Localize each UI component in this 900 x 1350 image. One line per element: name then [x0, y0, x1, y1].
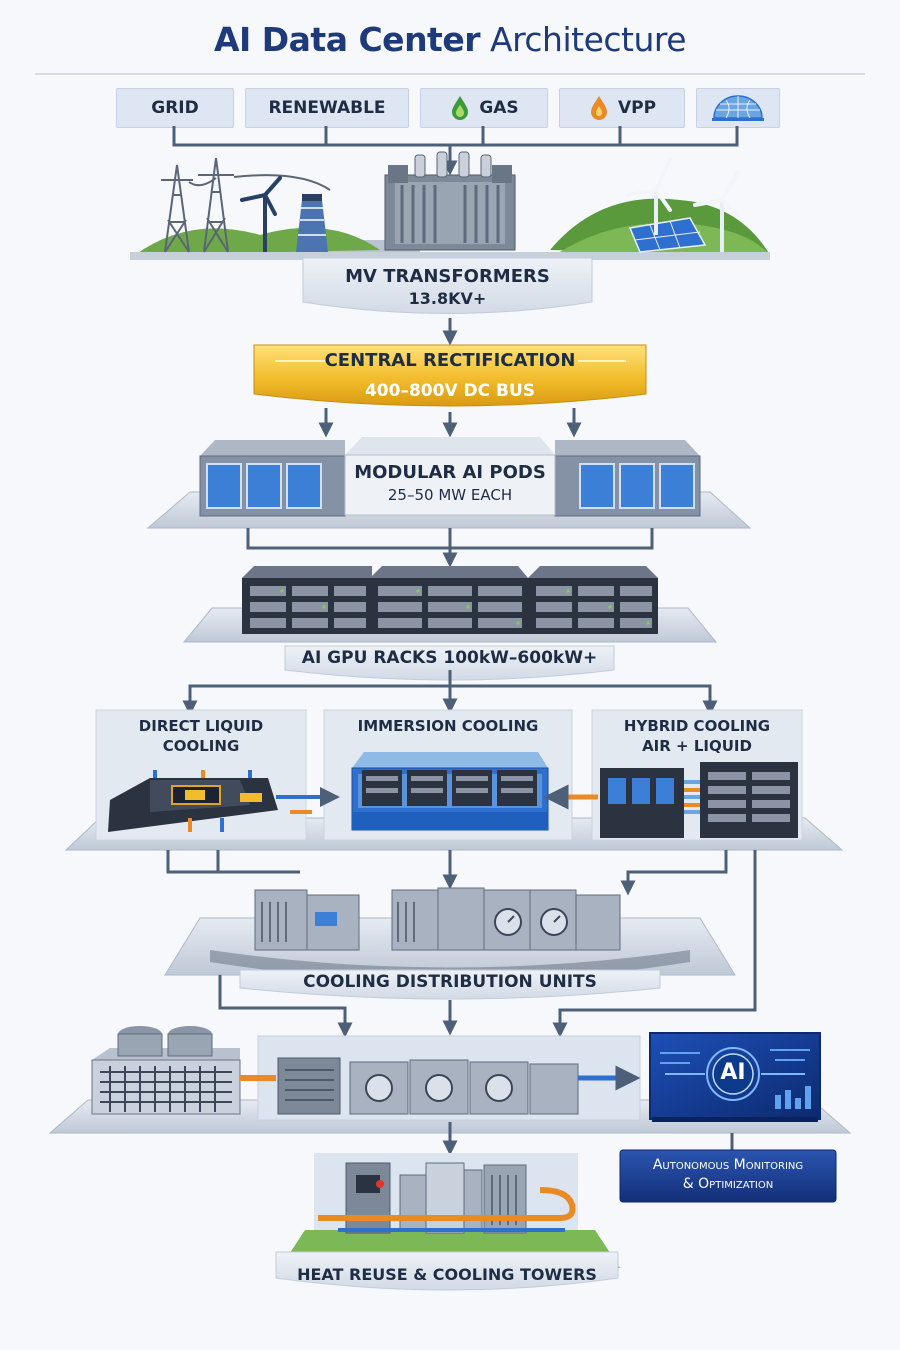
pods-label-line1: MODULAR AI PODS	[354, 462, 546, 483]
transformer-panel	[302, 257, 593, 314]
cooling-tier	[64, 709, 844, 851]
solar-panel-icon	[628, 217, 707, 253]
source-gas-label: GAS	[479, 98, 519, 118]
gas-drop-icon	[452, 96, 469, 120]
direct-liquid-label: DIRECT LIQUID COOLING	[96, 716, 306, 756]
direct-liquid-label-line2: COOLING	[162, 737, 240, 755]
title-divider	[35, 73, 865, 75]
rectification-label-line2: 400–800V DC BUS	[364, 381, 536, 401]
pump-units-icon	[277, 1057, 579, 1115]
energy-landscape	[130, 151, 770, 260]
source-renewable-label: RENEWABLE	[268, 98, 386, 118]
plant-tier	[48, 1026, 852, 1150]
dome-grid-icon	[712, 95, 764, 121]
racks-label-panel	[284, 645, 615, 681]
power-tower-icon	[161, 157, 331, 253]
source-gas: GAS	[420, 88, 548, 128]
heat-reuse-tier	[275, 1153, 620, 1291]
wind-turbine-icon	[626, 158, 742, 252]
pods-label: MODULAR AI PODS 25–50 MW EACH	[345, 462, 555, 506]
rectification-bar	[253, 344, 647, 407]
ai-pods-tier	[146, 437, 752, 529]
source-grid-label: GRID	[151, 98, 199, 118]
monitoring-label: Autonomous Monitoring & Optimization	[620, 1156, 836, 1194]
cooling-stack-icon	[296, 194, 328, 252]
transformer-label: MV TRANSFORMERS 13.8KV+	[303, 266, 592, 310]
flame-drop-icon	[590, 96, 607, 120]
source-dome	[696, 88, 780, 128]
transformer-icon	[384, 151, 516, 251]
heat-exchange-equipment	[318, 1162, 576, 1234]
heat-reuse-label: HEAT REUSE & COOLING TOWERS	[297, 1265, 597, 1284]
gpu-racks-tier	[182, 566, 718, 681]
ai-monitor-screen	[649, 1032, 821, 1122]
direct-liquid-label-line1: DIRECT LIQUID	[138, 717, 264, 735]
hybrid-label-line2: AIR + LIQUID	[642, 737, 752, 755]
title-bold: AI Data Center	[213, 20, 481, 59]
transformer-label-line1: MV TRANSFORMERS	[345, 266, 550, 287]
wind-turbine-icon	[240, 176, 282, 252]
cdu-label: COOLING DISTRIBUTION UNITS	[303, 972, 597, 992]
hybrid-label: HYBRID COOLING AIR + LIQUID	[592, 716, 802, 756]
cold-plate-icon	[108, 770, 278, 832]
monitoring-label-line1: Autonomous Monitoring	[652, 1157, 804, 1173]
rectification-label-line1: CENTRAL RECTIFICATION	[324, 350, 576, 371]
immersion-tank-icon	[351, 752, 549, 831]
transformer-label-line2: 13.8KV+	[408, 289, 487, 308]
source-vpp-label: VPP	[617, 98, 657, 118]
hybrid-label-line1: HYBRID COOLING	[623, 717, 771, 735]
monitoring-label-line2: & Optimization	[682, 1176, 774, 1192]
heat-label-panel	[275, 1251, 619, 1291]
racks-label: AI GPU RACKS 100kW–600kW+	[301, 648, 598, 668]
monitoring-badge	[619, 1149, 837, 1203]
cdu-tier	[164, 887, 736, 1000]
page-title: AI Data Center Architecture	[0, 20, 900, 59]
title-regular: Architecture	[490, 20, 687, 59]
source-vpp: VPP	[559, 88, 685, 128]
chiller-building-icon	[91, 1026, 241, 1115]
rectification-label: CENTRAL RECTIFICATION 400–800V DC BUS	[254, 349, 646, 403]
hybrid-rack-icon	[600, 762, 798, 838]
source-connectors	[172, 126, 739, 176]
ai-chip-label: AI	[720, 1060, 746, 1085]
cdu-label-panel	[239, 969, 661, 1000]
immersion-label: IMMERSION COOLING	[357, 717, 539, 735]
source-renewable: RENEWABLE	[245, 88, 409, 128]
pods-label-line2: 25–50 MW EACH	[387, 486, 513, 504]
